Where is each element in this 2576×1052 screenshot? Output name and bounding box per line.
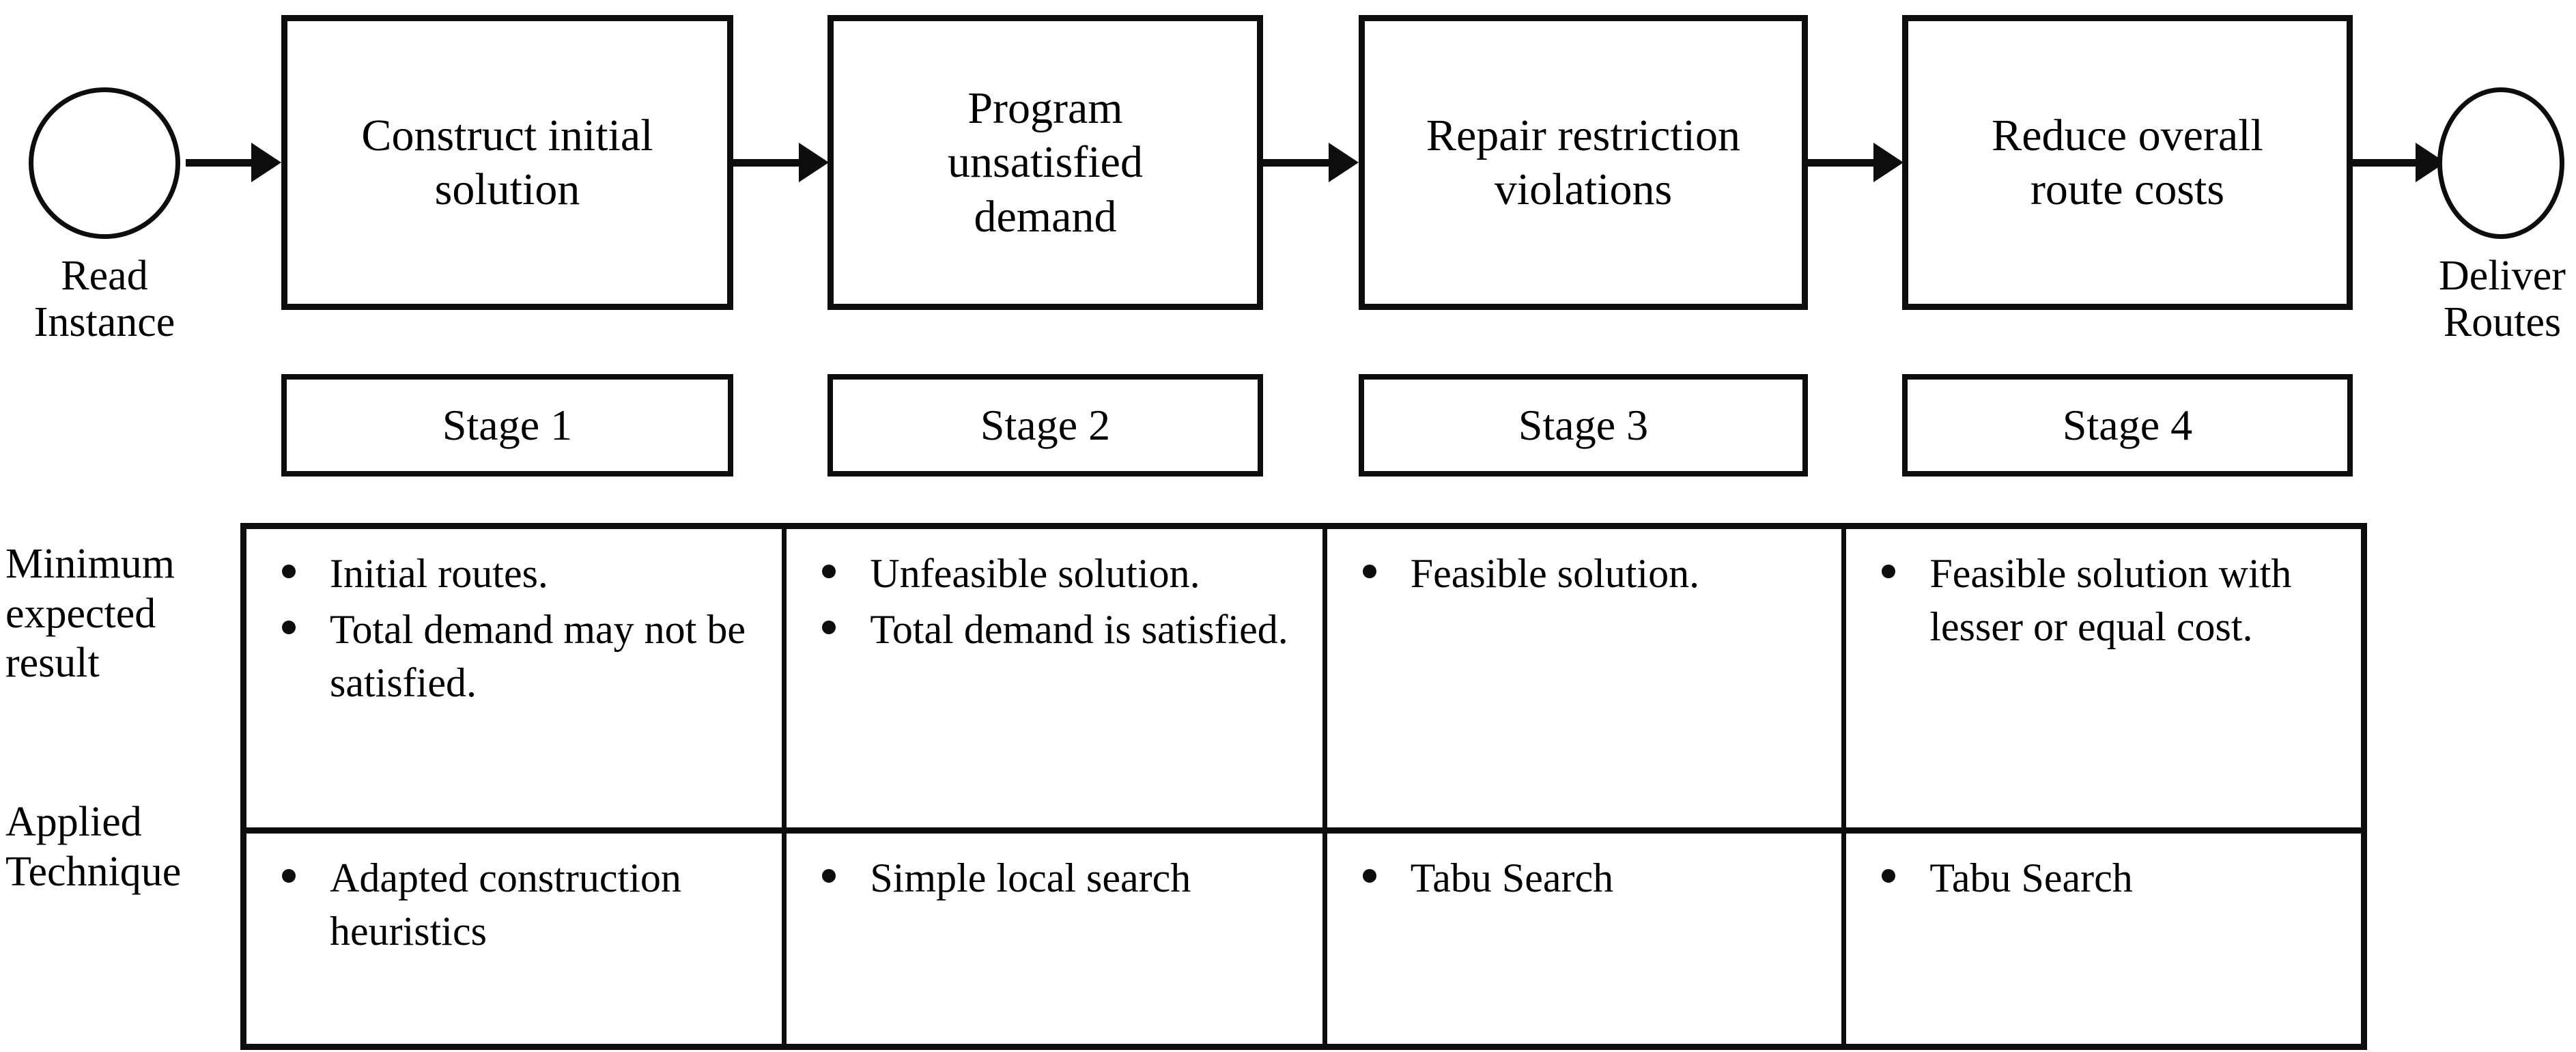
bullet-list: Tabu Search [1327, 834, 1842, 914]
list-item-text: Feasible solution. [1410, 551, 1700, 596]
process-box-stage-4[interactable]: Reduce overall route costs [1902, 15, 2353, 310]
start-circle [29, 87, 180, 239]
process-label: Construct initial solution [361, 110, 653, 214]
list-item: Total demand may not be satisfied. [270, 603, 765, 709]
list-item: Adapted construction heuristics [270, 851, 765, 958]
list-item-text: Adapted construction heuristics [330, 855, 681, 954]
list-item-text: Initial routes. [330, 551, 548, 596]
process-label: Reduce overall route costs [1992, 110, 2263, 214]
stage-box-3[interactable]: Stage 3 [1359, 374, 1808, 477]
list-item: Initial routes. [270, 547, 765, 600]
start-label: Read Instance [33, 253, 175, 346]
bullet-dot-icon [822, 621, 836, 634]
list-item: Feasible solution. [1350, 547, 1826, 600]
bullet-list: Initial routes. Total demand may not be … [246, 529, 782, 719]
list-item-text: Total demand may not be satisfied. [330, 607, 746, 705]
list-item: Unfeasible solution. [810, 547, 1305, 600]
process-box-stage-3[interactable]: Repair restriction violations [1359, 15, 1808, 310]
stage-box-1[interactable]: Stage 1 [281, 374, 733, 477]
stage-box-4[interactable]: Stage 4 [1902, 374, 2353, 477]
end-circle [2437, 87, 2564, 239]
bullet-dot-icon [822, 868, 836, 883]
stage-label: Stage 4 [2062, 401, 2193, 449]
table-cell-technique-stage-4: Tabu Search [1843, 830, 2361, 1044]
table-cell-technique-stage-1: Adapted construction heuristics [246, 830, 787, 1044]
bullet-dot-icon [282, 621, 296, 634]
list-item: Total demand is satisfied. [810, 603, 1305, 656]
stage-detail-table: Initial routes. Total demand may not be … [240, 523, 2367, 1050]
process-box-stage-2[interactable]: Program unsatisfied demand [827, 15, 1263, 310]
bullet-list: Simple local search [787, 834, 1322, 914]
list-item-text: Feasible solution with lesser or equal c… [1929, 551, 2292, 649]
bullet-list: Feasible solution. [1327, 529, 1842, 610]
bullet-list: Unfeasible solution. Total demand is sat… [787, 529, 1322, 666]
process-box-stage-1[interactable]: Construct initial solution [281, 15, 733, 310]
list-item: Feasible solution with lesser or equal c… [1869, 547, 2345, 653]
bullet-dot-icon [1882, 565, 1896, 578]
bullet-dot-icon [282, 565, 296, 578]
list-item: Tabu Search [1869, 851, 2345, 905]
process-label: Program unsatisfied demand [948, 83, 1143, 242]
table-cell-technique-stage-2: Simple local search [784, 830, 1327, 1044]
list-item: Tabu Search [1350, 851, 1826, 905]
list-item-text: Tabu Search [1929, 855, 2133, 900]
table-cell-minimum-stage-4: Feasible solution with lesser or equal c… [1843, 529, 2361, 834]
bullet-dot-icon [282, 868, 296, 883]
row-header-minimum-expected-result: Minimum expected result [5, 541, 175, 687]
list-item-text: Tabu Search [1410, 855, 1614, 900]
table-row: Initial routes. Total demand may not be … [246, 529, 2361, 834]
table-cell-technique-stage-3: Tabu Search [1325, 830, 1847, 1044]
table-cell-minimum-stage-1: Initial routes. Total demand may not be … [246, 529, 787, 834]
list-item-text: Simple local search [870, 855, 1191, 900]
end-label: Deliver Routes [2439, 253, 2566, 346]
list-item: Simple local search [810, 851, 1305, 905]
stage-label: Stage 3 [1518, 401, 1649, 449]
bullet-dot-icon [822, 565, 836, 578]
list-item-text: Total demand is satisfied. [870, 607, 1288, 652]
bullet-dot-icon [1362, 868, 1376, 883]
bullet-list: Feasible solution with lesser or equal c… [1846, 529, 2361, 663]
table-cell-minimum-stage-3: Feasible solution. [1325, 529, 1847, 834]
list-item-text: Unfeasible solution. [870, 551, 1200, 596]
bullet-dot-icon [1362, 565, 1376, 578]
table-row: Adapted construction heuristics Simple l… [246, 830, 2361, 1044]
stage-label: Stage 2 [980, 401, 1111, 449]
bullet-list: Adapted construction heuristics [246, 834, 782, 967]
stage-label: Stage 1 [442, 401, 573, 449]
row-header-applied-technique: Applied Technique [5, 799, 182, 895]
process-label: Repair restriction violations [1426, 110, 1740, 214]
bullet-list: Tabu Search [1846, 834, 2361, 914]
bullet-dot-icon [1882, 868, 1896, 883]
stage-box-2[interactable]: Stage 2 [827, 374, 1263, 477]
table-cell-minimum-stage-2: Unfeasible solution. Total demand is sat… [784, 529, 1327, 834]
